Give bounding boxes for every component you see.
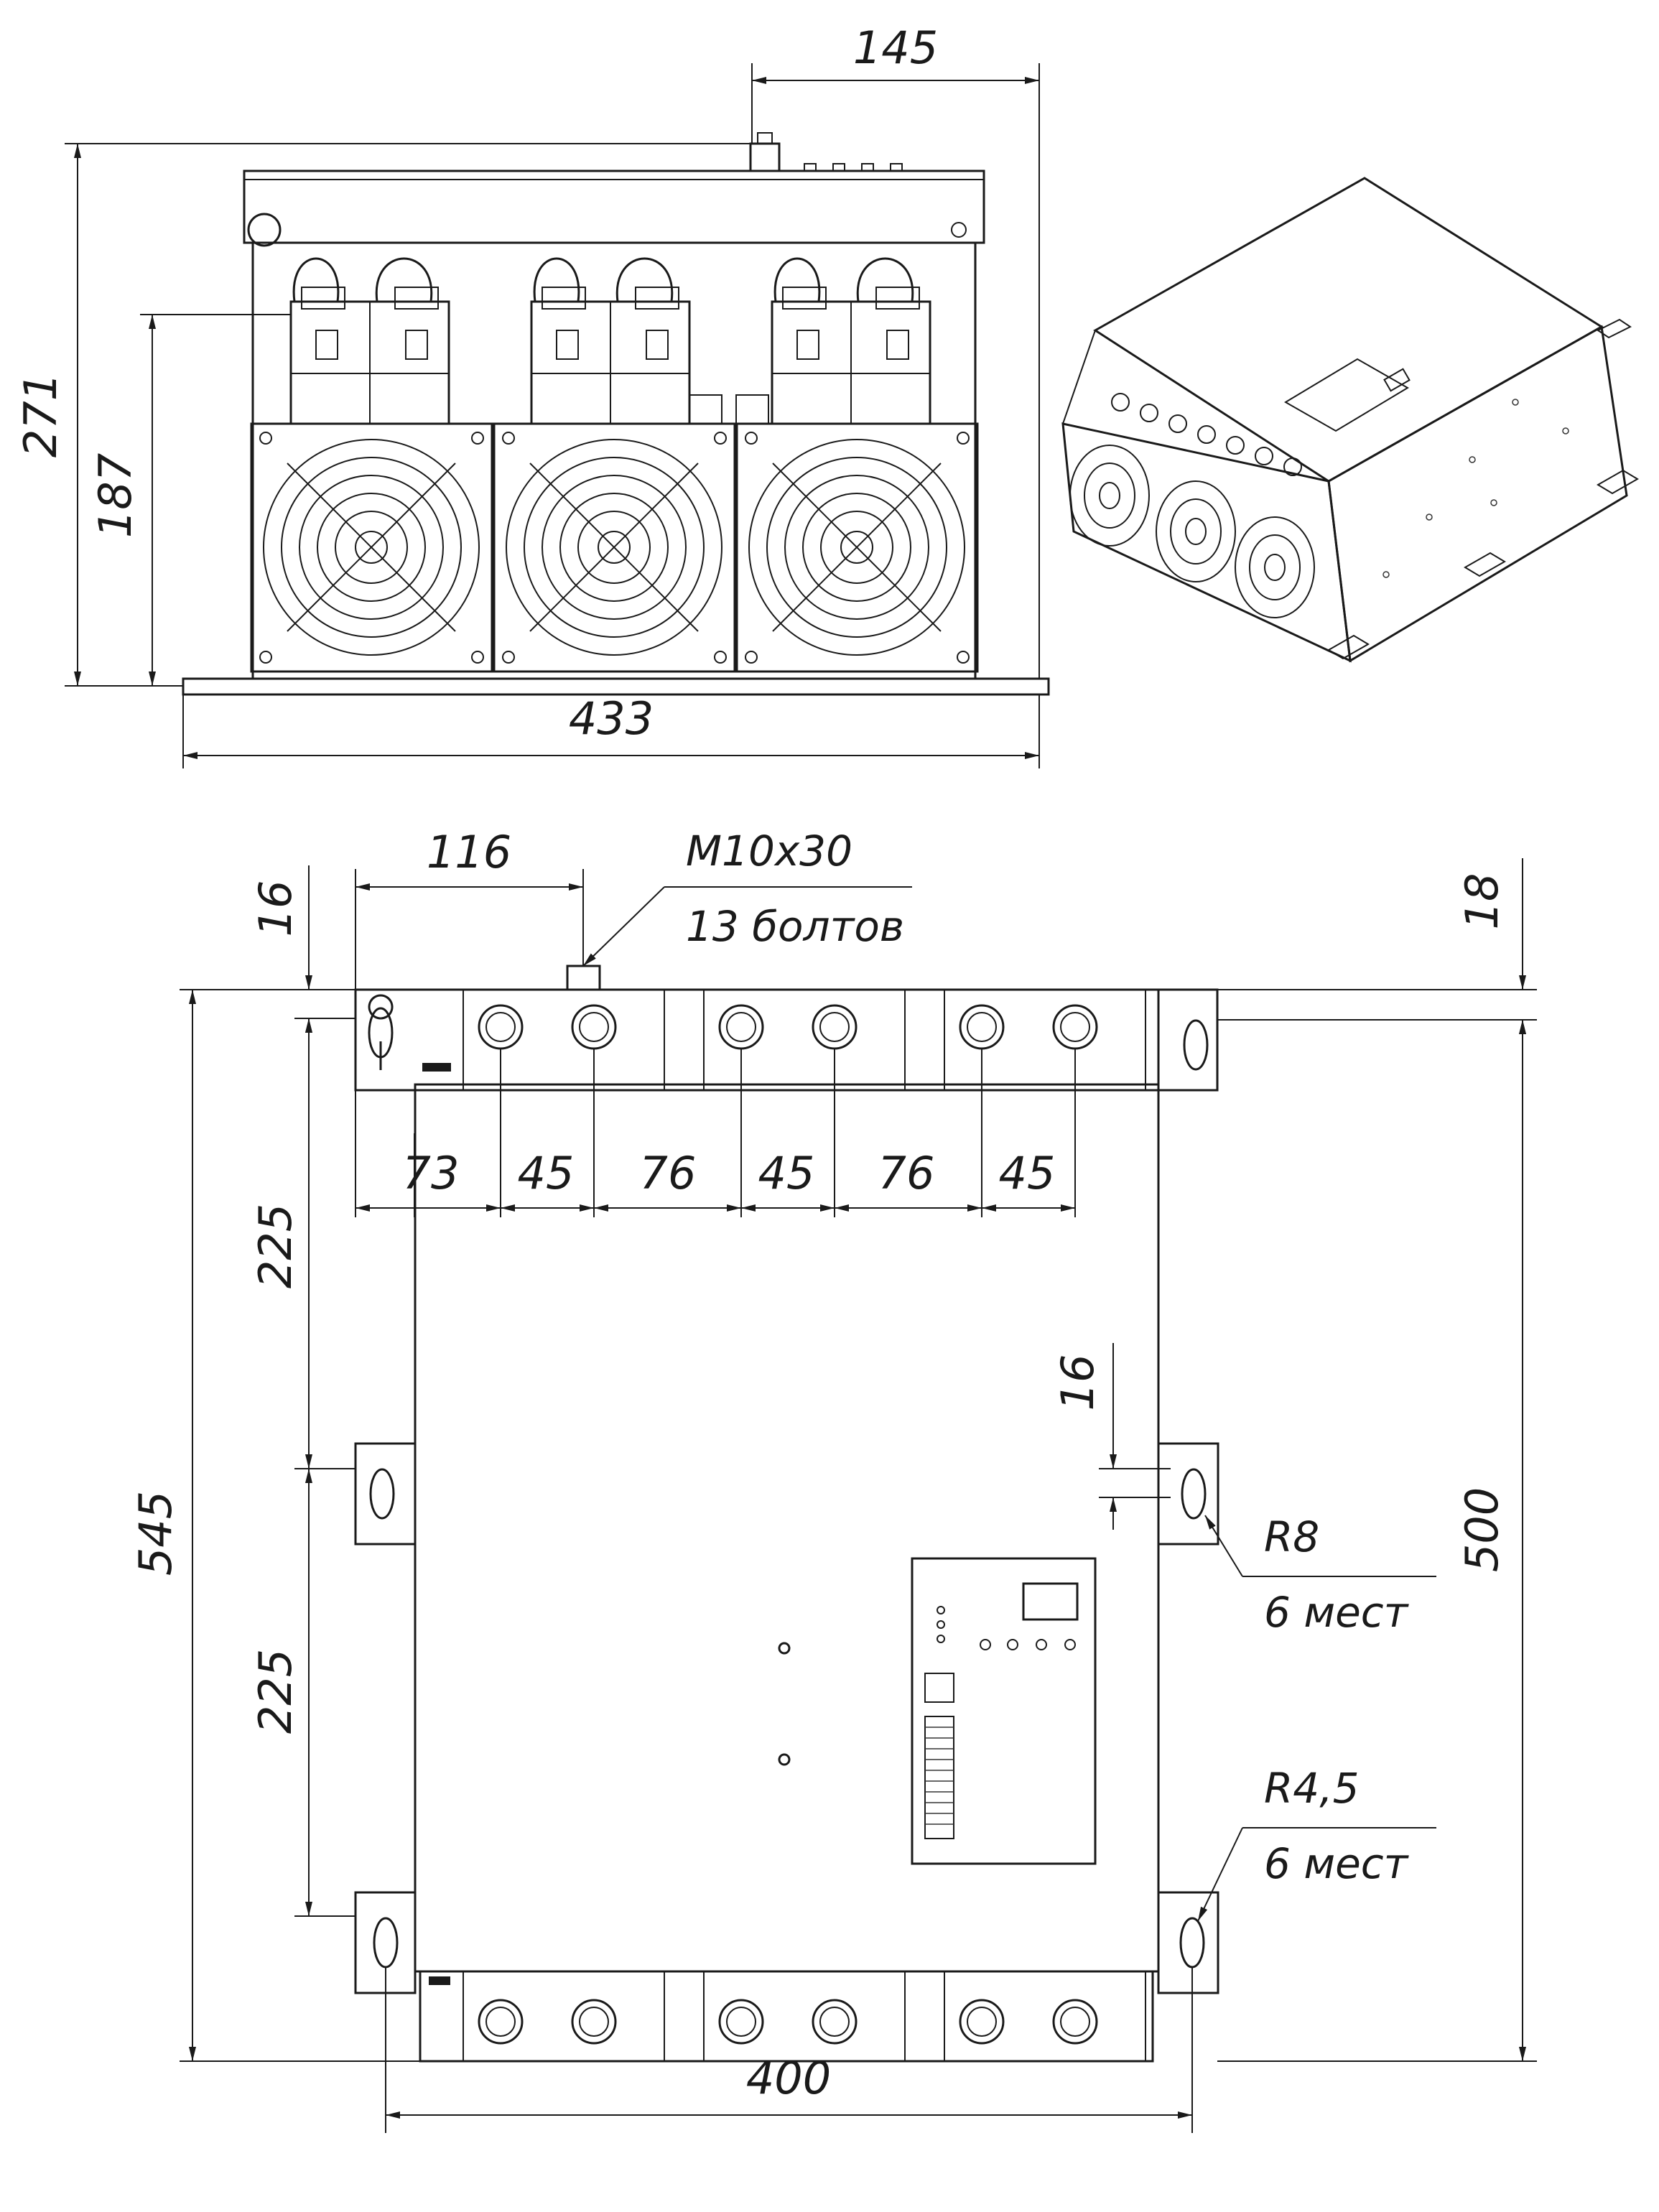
dim-45-a: 45 <box>518 1147 575 1199</box>
dim-45-b: 45 <box>758 1147 815 1199</box>
top-terminals <box>478 1004 1098 1050</box>
top-stud <box>566 965 601 991</box>
module-1 <box>289 257 450 425</box>
fan-3 <box>735 422 979 673</box>
tab-mid-right <box>1157 1442 1219 1546</box>
panel-display <box>1022 1582 1079 1621</box>
bottom-terminals <box>478 1999 1098 2045</box>
callout-bolt-size: M10x30 <box>686 827 852 875</box>
top-cover <box>243 169 985 244</box>
tab-bottom-right <box>1157 1891 1219 1994</box>
iso-top-face <box>1093 177 1604 483</box>
iso-side-face <box>1327 325 1628 663</box>
cover-screw <box>247 213 282 247</box>
callout-r45-qty: 6 мест <box>1264 1839 1410 1888</box>
module-2 <box>530 257 691 425</box>
dim-225-lower: 225 <box>249 1649 302 1734</box>
dim-500: 500 <box>1456 1487 1508 1572</box>
callout-r45: R4,5 <box>1264 1764 1360 1813</box>
dim-16-right: 16 <box>1051 1354 1104 1411</box>
tab-mid-left <box>354 1442 417 1546</box>
top-mount-flange <box>354 988 1219 1092</box>
module-3 <box>771 257 931 425</box>
top-terminal <box>749 142 781 172</box>
dim-116: 116 <box>427 826 511 878</box>
dim-225-upper: 225 <box>249 1204 302 1288</box>
dim-400: 400 <box>746 2052 831 2104</box>
dim-433: 433 <box>569 692 654 745</box>
dim-16-top: 16 <box>249 880 302 937</box>
keyhole-top-left <box>368 1007 394 1059</box>
callout-r8: R8 <box>1264 1512 1319 1561</box>
callout-bolt-count: 13 болтов <box>686 902 904 951</box>
dim-76-a: 76 <box>640 1147 697 1199</box>
top-view: 116 16 18 73 45 76 45 76 45 <box>129 826 1537 2133</box>
dim-545: 545 <box>129 1491 182 1576</box>
dim-271: 271 <box>14 373 67 457</box>
control-panel <box>911 1557 1097 1865</box>
front-view: 145 271 187 433 <box>14 22 1050 768</box>
dim-187: 187 <box>89 453 141 538</box>
keyhole-top-right <box>1183 1019 1209 1071</box>
dim-18: 18 <box>1456 873 1508 930</box>
iso-front-face <box>1061 422 1352 663</box>
dim-73: 73 <box>403 1147 460 1199</box>
dim-45-c: 45 <box>999 1147 1056 1199</box>
callout-r8-qty: 6 мест <box>1264 1588 1410 1637</box>
fan-2 <box>493 422 736 673</box>
fan-1 <box>250 422 493 673</box>
main-body <box>414 1083 1160 1973</box>
dim-76-b: 76 <box>878 1147 935 1199</box>
dim-145: 145 <box>853 22 938 74</box>
isometric-view <box>1061 177 1639 663</box>
bottom-terminal-rail <box>419 1970 1154 2063</box>
